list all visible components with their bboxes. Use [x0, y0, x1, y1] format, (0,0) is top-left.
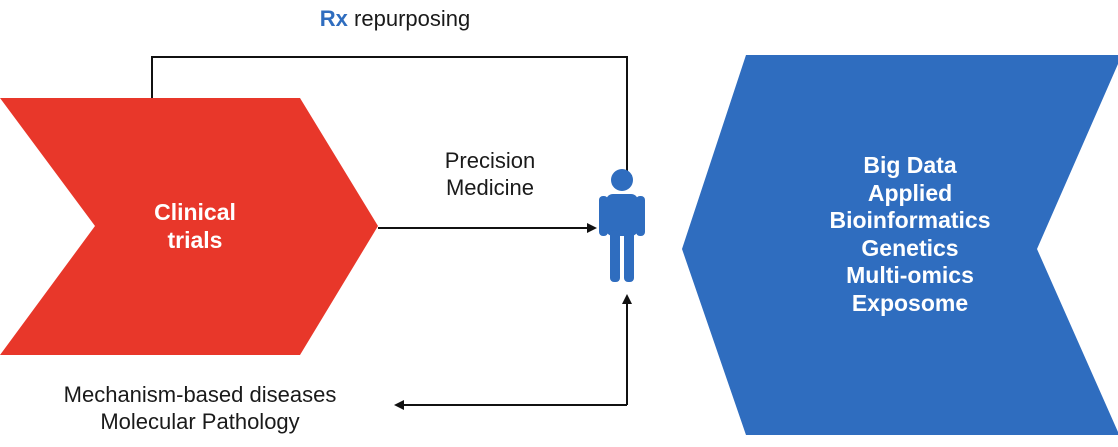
person-icon	[599, 169, 645, 282]
repurposing-text: repurposing	[354, 6, 471, 31]
mechanism-line1: Mechanism-based diseases	[63, 382, 337, 407]
clinical-trials-chevron	[0, 98, 378, 355]
precision-medicine-label: Precision Medicine	[385, 148, 595, 202]
rx-text: Rx	[319, 6, 348, 31]
big-data-item: Multi-omics	[846, 262, 974, 289]
clinical-trials-line1: Clinical	[154, 199, 236, 225]
mechanism-line2: Molecular Pathology	[100, 408, 300, 434]
rx-repurposing-label: Rx repurposing	[230, 6, 560, 33]
big-data-item: Genetics	[861, 234, 959, 261]
mechanism-label: Mechanism-based diseases Molecular Patho…	[0, 382, 400, 436]
repurposing-arrow	[151, 56, 632, 185]
precision-medicine-line1: Precision	[444, 148, 536, 173]
big-data-chevron	[682, 55, 1118, 435]
big-data-item: Applied	[867, 179, 953, 206]
big-data-item: Exposome	[851, 289, 969, 316]
clinical-trials-label: Clinical trials	[95, 198, 295, 254]
big-data-item: Bioinformatics	[829, 207, 991, 234]
big-data-item: Big Data	[863, 152, 957, 178]
big-data-list: Big Data Applied Bioinformatics Genetics…	[770, 152, 1050, 318]
precision-medicine-line2: Medicine	[445, 174, 535, 200]
clinical-trials-line2: trials	[167, 227, 223, 254]
